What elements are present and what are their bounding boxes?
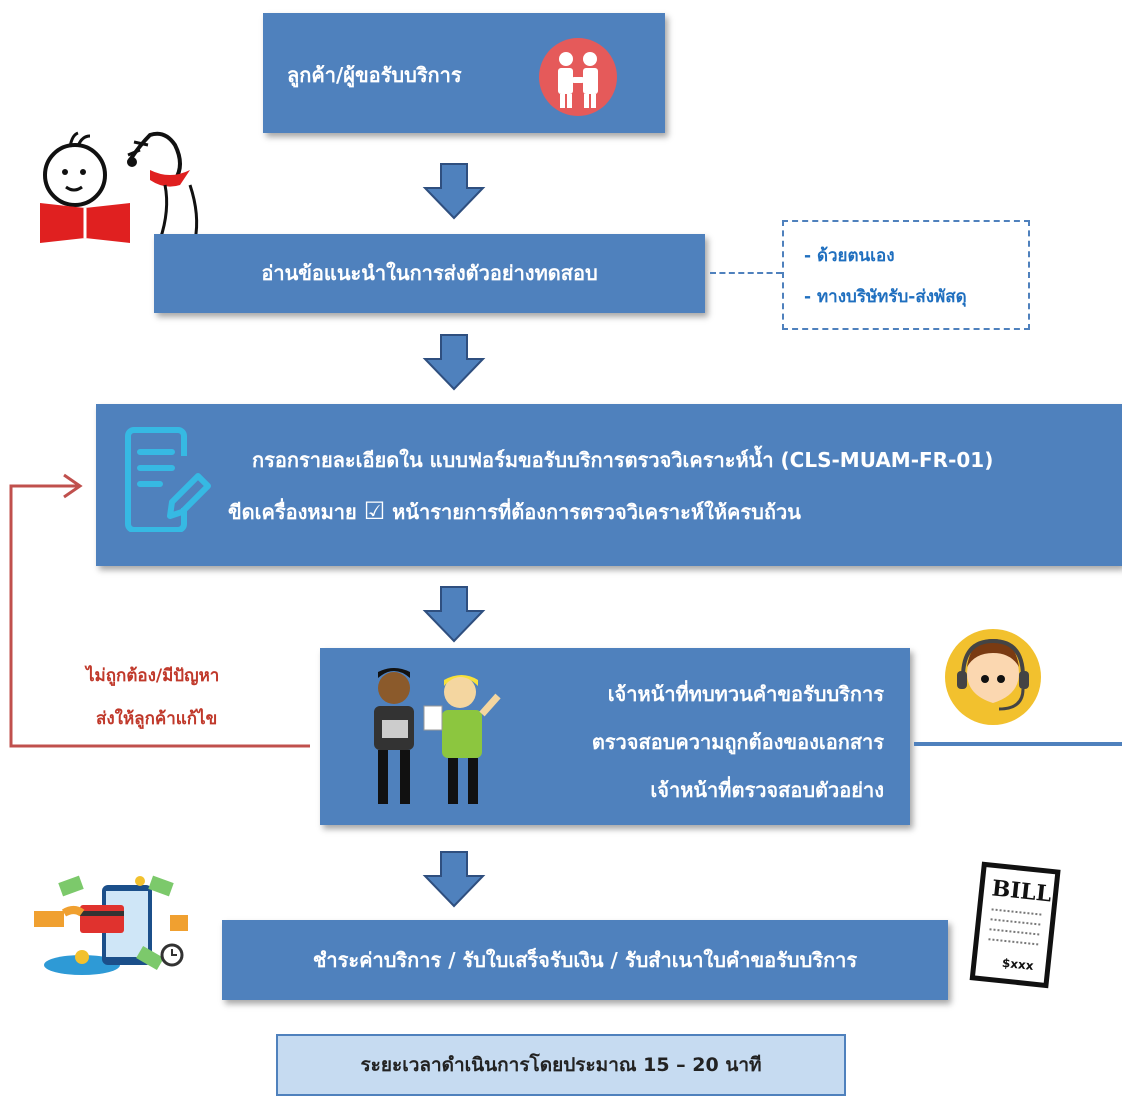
read-instructions-box: อ่านข้อแนะนำในการส่งตัวอย่างทดสอบ [154, 234, 705, 313]
reading-child-dog-icon [40, 131, 199, 243]
customer-step-box: ลูกค้า/ผู้ขอรับบริการ [263, 13, 665, 133]
staff-review-line3: เจ้าหน้าที่ตรวจสอบตัวอย่าง [650, 778, 884, 802]
delivery-option-courier: - ทางบริษัทรับ-ส่งพัสดุ [804, 287, 967, 307]
staff-review-box: เจ้าหน้าที่ทบทวนคำขอรับบริการ ตรวจสอบควา… [320, 648, 910, 825]
options-connector-line [710, 272, 782, 274]
read-instructions-label: อ่านข้อแนะนำในการส่งตัวอย่างทดสอบ [261, 261, 598, 285]
checkbox-icon: ☑ [363, 497, 386, 525]
staff-review-line1: เจ้าหน้าที่ทบทวนคำขอรับบริการ [607, 682, 884, 706]
duration-box: ระยะเวลาดำเนินการโดยประมาณ 15 – 20 นาที [276, 1034, 846, 1096]
fill-form-line2-a: ขีดเครื่องหมาย [228, 500, 357, 524]
duration-label: ระยะเวลาดำเนินการโดยประมาณ 15 – 20 นาที [360, 1054, 762, 1076]
fill-form-line2-b: หน้ารายการที่ต้องการตรวจวิเคราะห์ให้ครบถ… [392, 500, 801, 524]
fill-form-line2: ขีดเครื่องหมาย ☑ หน้ารายการที่ต้องการตรว… [228, 496, 801, 528]
payment-label: ชำระค่าบริการ / รับใบเสร็จรับเงิน / รับส… [312, 948, 858, 972]
fill-form-box: กรอกรายละเอียดใน แบบฟอร์มขอรับบริการตรวจ… [96, 404, 1122, 566]
reject-loop-line [9, 473, 310, 748]
fill-form-line1: กรอกรายละเอียดใน แบบฟอร์มขอรับบริการตรวจ… [252, 448, 994, 472]
payment-box: ชำระค่าบริการ / รับใบเสร็จรับเงิน / รับส… [222, 920, 948, 1000]
support-connector-line [914, 742, 1122, 746]
reject-note-line1: ไม่ถูกต้อง/มีปัญหา [86, 666, 220, 686]
flow-arrow-icon [422, 851, 486, 908]
flow-arrow-icon [422, 163, 486, 220]
headset-support-icon [945, 629, 1041, 725]
reject-note-line2: ส่งให้ลูกค้าแก้ไข [96, 709, 218, 729]
bill-receipt-icon: BILL $xxx [969, 861, 1061, 989]
bill-title: BILL [990, 875, 1052, 907]
flow-arrow-icon [422, 334, 486, 391]
flow-arrow-icon [422, 586, 486, 643]
delivery-options-box: - ด้วยตนเอง - ทางบริษัทรับ-ส่งพัสดุ [782, 220, 1030, 330]
staff-review-icon [374, 668, 501, 804]
bill-amount: $xxx [1001, 956, 1034, 973]
staff-review-line2: ตรวจสอบความถูกต้องของเอกสาร [591, 730, 884, 754]
payment-money-icon [34, 875, 188, 975]
delivery-option-self: - ด้วยตนเอง [804, 246, 895, 266]
handshake-icon [539, 38, 617, 116]
customer-step-label: ลูกค้า/ผู้ขอรับบริการ [287, 63, 462, 87]
form-edit-icon [125, 427, 211, 532]
